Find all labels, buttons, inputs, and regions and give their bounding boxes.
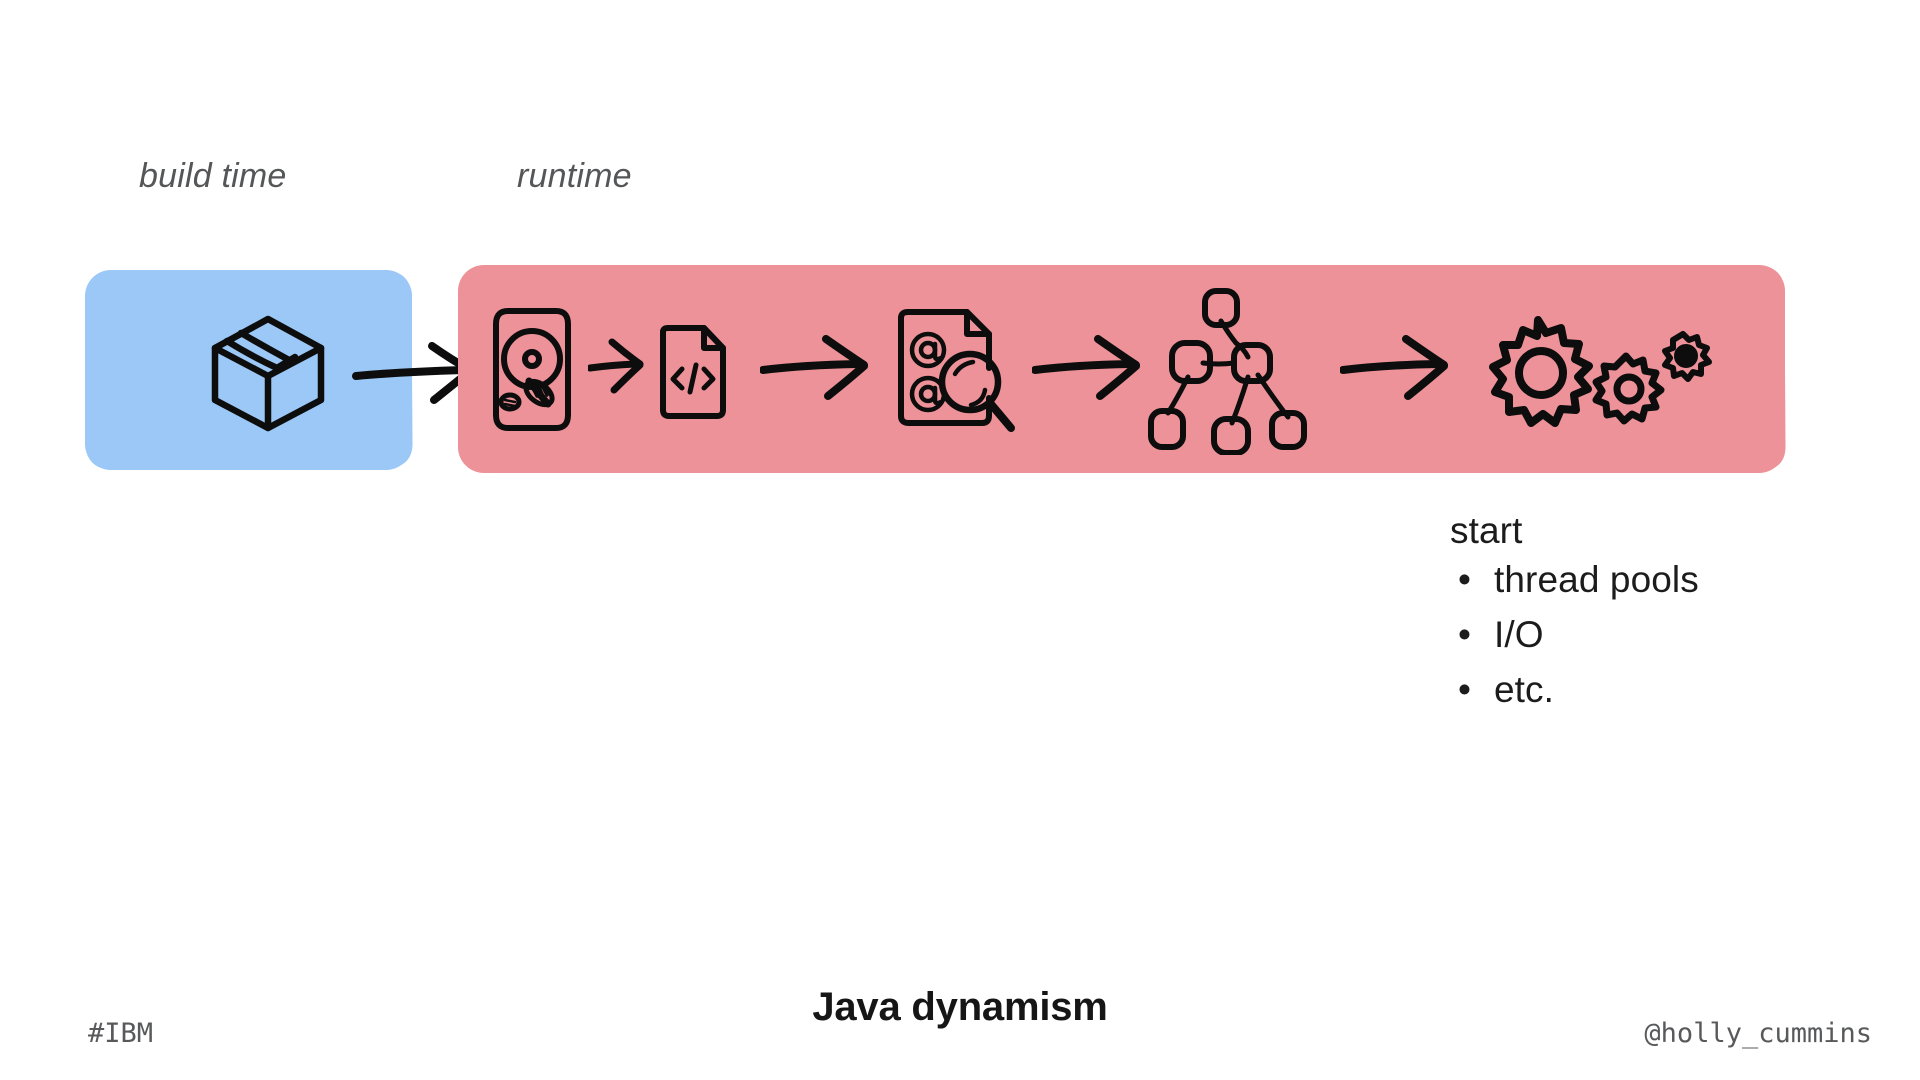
- code-file-icon: [657, 324, 729, 420]
- list-item: • etc.: [1450, 667, 1870, 712]
- arrow-code-to-annotations: [759, 334, 868, 402]
- bullet-icon: •: [1458, 614, 1472, 656]
- list-item-label: etc.: [1494, 669, 1555, 711]
- arrow-disk-to-code: [586, 336, 644, 398]
- footer-hashtag: #IBM: [88, 1018, 154, 1049]
- bullet-icon: •: [1458, 669, 1472, 711]
- list-item-label: thread pools: [1494, 559, 1699, 601]
- start-item-list: • thread pools • I/O • etc.: [1450, 557, 1870, 712]
- start-heading: start: [1450, 510, 1523, 551]
- arrow-graph-to-gears: [1339, 334, 1448, 402]
- footer-social-handle: @holly_cummins: [1644, 1018, 1872, 1049]
- hard-disk-icon: [492, 307, 572, 432]
- dependency-graph-icon: [1148, 285, 1308, 456]
- arrow-annotations-to-graph: [1031, 334, 1140, 402]
- list-item: • thread pools: [1450, 557, 1870, 602]
- annotation-scan-icon: [895, 306, 1020, 436]
- gears-icon: [1480, 316, 1712, 436]
- phase-label-build-time: build time: [139, 157, 287, 195]
- package-cube-icon: [207, 312, 329, 434]
- build-time-band: [85, 270, 413, 470]
- phase-label-runtime: runtime: [517, 157, 632, 195]
- list-item: • I/O: [1450, 612, 1870, 657]
- slide-title: Java dynamism: [812, 985, 1108, 1029]
- start-block: start • thread pools • I/O • etc.: [1450, 508, 1870, 723]
- list-item-label: I/O: [1494, 614, 1544, 656]
- bullet-icon: •: [1458, 559, 1472, 601]
